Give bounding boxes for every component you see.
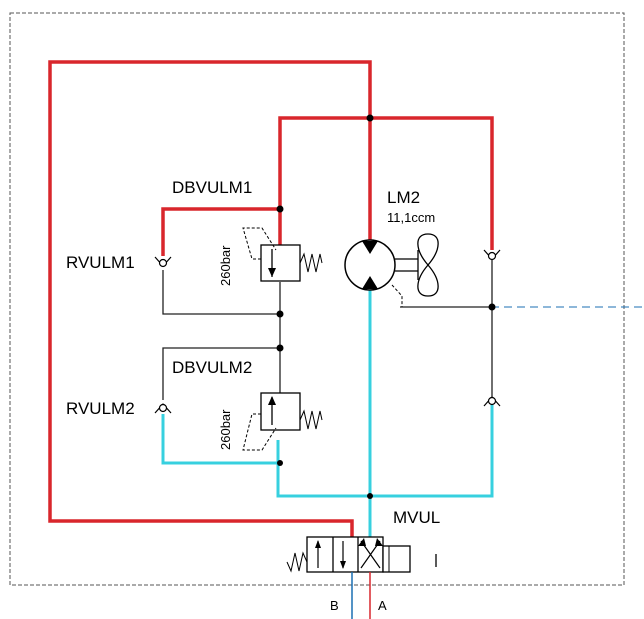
return-lines [161,290,494,537]
label-rvulm2: RVULM2 [66,399,135,418]
relief-valve-2 [242,392,323,451]
tank-lines [162,258,493,400]
check-valve-2 [154,403,172,414]
relief-valve-1 [242,227,323,282]
diagram-frame [9,12,625,586]
label-dbvulm2: DBVULM2 [172,358,252,377]
label-motor-displacement: 11,1ccm [387,210,435,225]
label-port-b: B [330,598,339,613]
pressure-lines [48,60,494,537]
junction-dots [276,114,496,499]
label-pressure-1: 260bar [218,245,233,286]
label-dbvulm1: DBVULM1 [172,178,252,197]
check-valve-4 [483,396,501,407]
check-valve-3 [483,249,501,261]
hydraulic-motor [344,239,418,307]
directional-valve [286,536,437,573]
label-lm2: LM2 [387,188,420,207]
label-port-a: A [378,598,387,613]
fan-icon [417,233,439,297]
label-pressure-2: 260bar [218,409,233,450]
label-mvul: MVUL [393,508,440,527]
check-valve-1 [154,256,172,268]
label-rvulm1: RVULM1 [66,253,135,272]
